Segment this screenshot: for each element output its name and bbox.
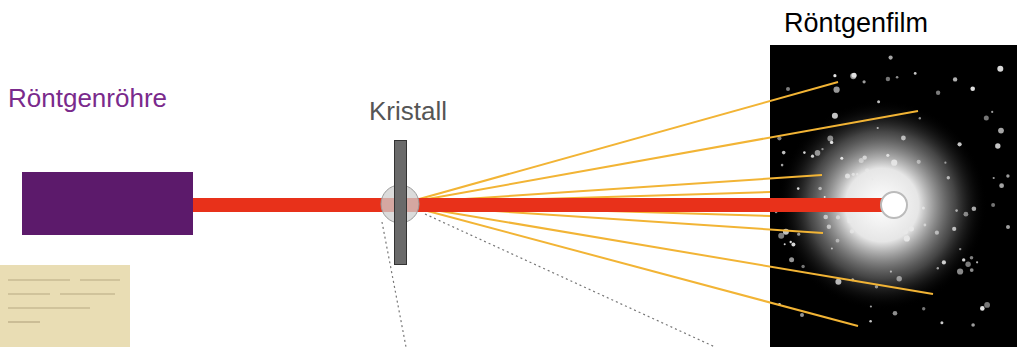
x-ray-film: Röntgenfilm <box>770 45 1017 347</box>
x-ray-beam <box>193 205 394 206</box>
node-label: Röntgenröhre <box>8 84 167 113</box>
diffraction-spots <box>775 56 1010 327</box>
node-label: Röntgenfilm <box>784 9 928 39</box>
dotted-line <box>425 214 715 347</box>
photo-fragment-lines <box>8 280 120 322</box>
diffracted-rays <box>405 82 933 326</box>
film-hole <box>881 192 907 218</box>
x-ray-beam <box>407 205 770 206</box>
photo-fragment <box>0 265 130 347</box>
x-ray-tube: Röntgenröhre <box>22 172 193 235</box>
crystal-plate: Kristall <box>394 140 407 265</box>
node-label: Kristall <box>369 97 447 126</box>
beam-end <box>768 198 885 212</box>
